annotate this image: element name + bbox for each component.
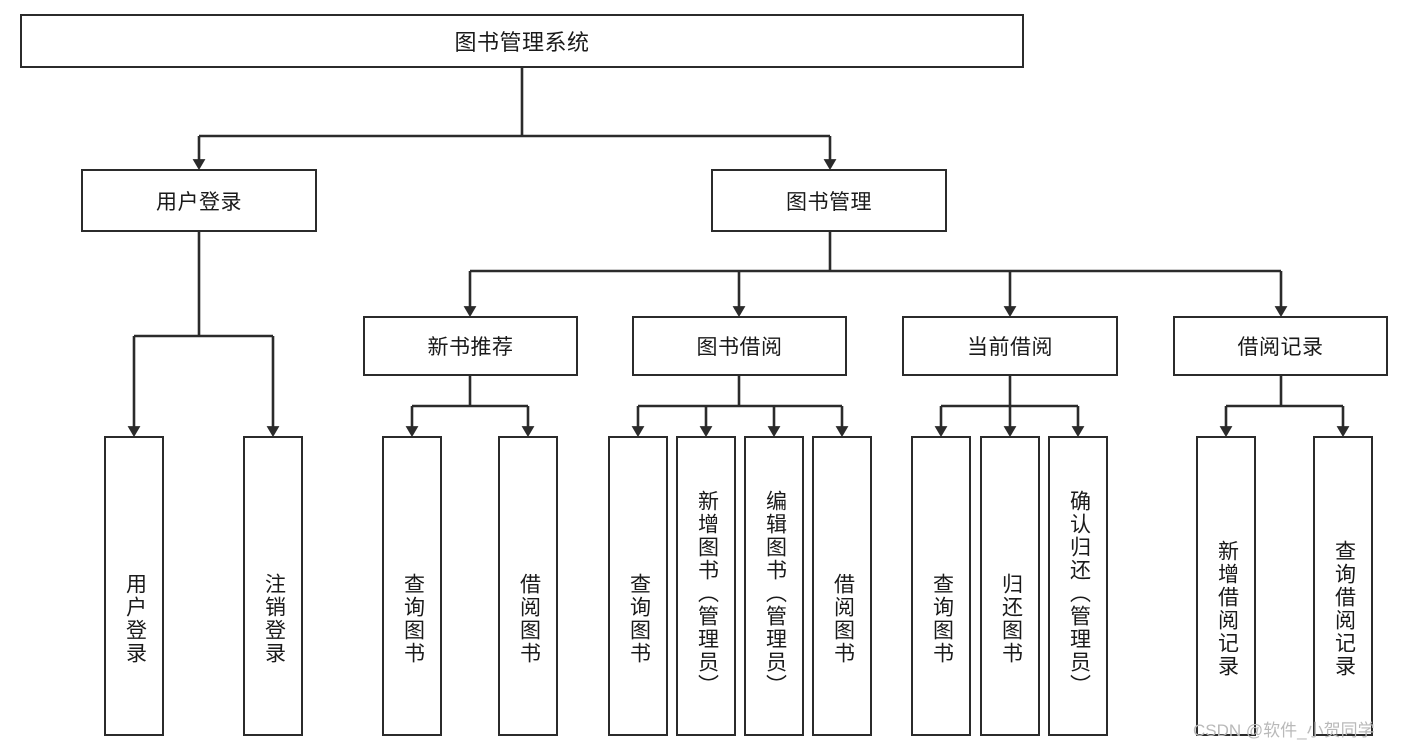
node-leaf-add-borrow-record-label: 新增借阅记录 bbox=[1215, 540, 1239, 678]
node-leaf-borrow-book-2-label: 借阅图书 bbox=[831, 573, 855, 665]
node-leaf-query-borrow-record-label: 查询借阅记录 bbox=[1332, 540, 1356, 678]
node-leaf-query-book-1-label: 查询图书 bbox=[401, 573, 425, 665]
node-leaf-return-book-label: 归还图书 bbox=[999, 573, 1023, 665]
node-book-manage-label: 图书管理 bbox=[786, 190, 872, 214]
node-leaf-add-book[interactable]: 新增图书（管理员） bbox=[676, 436, 736, 736]
node-leaf-user-login[interactable]: 用户登录 bbox=[104, 436, 164, 736]
node-leaf-borrow-book-2[interactable]: 借阅图书 bbox=[812, 436, 872, 736]
node-leaf-add-book-label: 新增图书（管理员） bbox=[695, 489, 719, 697]
node-leaf-add-borrow-record[interactable]: 新增借阅记录 bbox=[1196, 436, 1256, 736]
node-current-borrow[interactable]: 当前借阅 bbox=[902, 316, 1118, 376]
node-leaf-return-book[interactable]: 归还图书 bbox=[980, 436, 1040, 736]
node-leaf-edit-book[interactable]: 编辑图书（管理员） bbox=[744, 436, 804, 736]
node-leaf-query-borrow-record[interactable]: 查询借阅记录 bbox=[1313, 436, 1373, 736]
node-leaf-confirm-return-label: 确认归还（管理员） bbox=[1067, 489, 1091, 697]
node-borrow-record[interactable]: 借阅记录 bbox=[1173, 316, 1388, 376]
node-leaf-query-book-3-label: 查询图书 bbox=[930, 573, 954, 665]
node-leaf-user-login-label: 用户登录 bbox=[123, 573, 147, 665]
node-root-label: 图书管理系统 bbox=[454, 30, 590, 55]
node-new-book-recommend[interactable]: 新书推荐 bbox=[363, 316, 578, 376]
node-leaf-logout-login-label: 注销登录 bbox=[262, 573, 286, 665]
node-book-manage[interactable]: 图书管理 bbox=[711, 169, 947, 232]
node-leaf-borrow-book-1[interactable]: 借阅图书 bbox=[498, 436, 558, 736]
node-leaf-confirm-return[interactable]: 确认归还（管理员） bbox=[1048, 436, 1108, 736]
node-borrow-record-label: 借阅记录 bbox=[1237, 336, 1324, 359]
node-book-borrow[interactable]: 图书借阅 bbox=[632, 316, 847, 376]
node-leaf-borrow-book-1-label: 借阅图书 bbox=[517, 573, 541, 665]
node-root[interactable]: 图书管理系统 bbox=[20, 14, 1024, 68]
node-new-book-recommend-label: 新书推荐 bbox=[427, 336, 514, 359]
node-book-borrow-label: 图书借阅 bbox=[696, 336, 783, 359]
node-leaf-query-book-2-label: 查询图书 bbox=[627, 573, 651, 665]
node-current-borrow-label: 当前借阅 bbox=[967, 336, 1053, 359]
node-user-login[interactable]: 用户登录 bbox=[81, 169, 317, 232]
node-leaf-logout-login[interactable]: 注销登录 bbox=[243, 436, 303, 736]
node-leaf-query-book-1[interactable]: 查询图书 bbox=[382, 436, 442, 736]
node-user-login-label: 用户登录 bbox=[156, 190, 242, 214]
node-leaf-query-book-2[interactable]: 查询图书 bbox=[608, 436, 668, 736]
node-leaf-query-book-3[interactable]: 查询图书 bbox=[911, 436, 971, 736]
node-leaf-edit-book-label: 编辑图书（管理员） bbox=[763, 489, 787, 697]
